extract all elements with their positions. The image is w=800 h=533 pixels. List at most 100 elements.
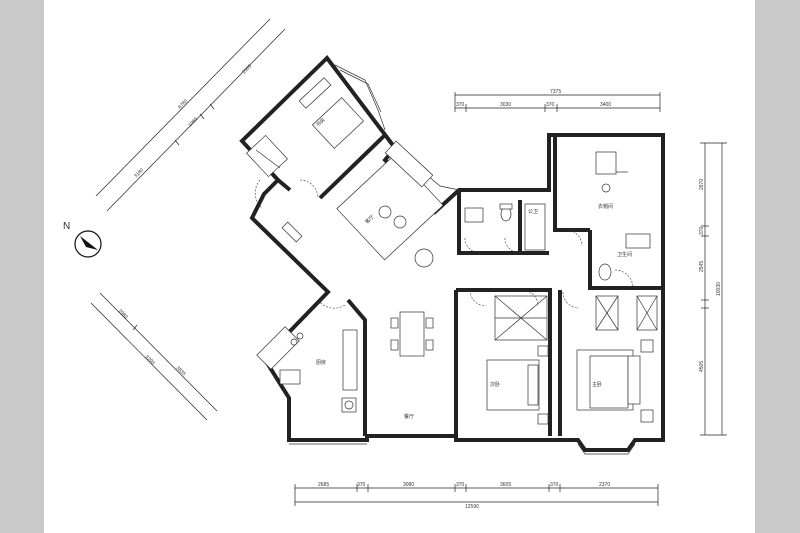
dim-tick (209, 103, 215, 110)
basin (625, 233, 651, 249)
chair (390, 317, 399, 329)
exterior-walls (239, 54, 665, 452)
dimension-left-bottom: 2080 5290 3835 (90, 292, 218, 421)
dim-text: 2670 (699, 179, 705, 190)
coffee-table (393, 215, 407, 229)
dim-tick (199, 113, 205, 120)
toilet (598, 263, 612, 281)
room-label-cloakroom: 衣帽间 (598, 203, 613, 210)
room-label-master-bedroom: 主卧 (592, 381, 602, 388)
dim-text: 12590 (465, 504, 479, 510)
second-bedroom-furniture (486, 295, 549, 425)
door-swing (317, 299, 346, 309)
dim-line-inner (90, 302, 208, 421)
dim-line-outer (99, 292, 218, 412)
north-label: N (63, 221, 70, 232)
wardrobe-line (255, 149, 281, 169)
study-desk (298, 77, 332, 109)
dim-text: 3030 (500, 102, 511, 108)
room-label-master-bath: 卫生间 (617, 251, 632, 258)
public-bath-fixtures (464, 203, 546, 251)
interior-walls (276, 133, 663, 436)
study-wardrobe (246, 134, 288, 178)
room-label-public-bath: 公卫 (528, 209, 538, 215)
dim-text: 370 (550, 482, 559, 488)
study-furniture (246, 77, 365, 178)
stove (296, 332, 304, 340)
north-arrow-head (80, 236, 98, 250)
dim-text: 5290 (144, 354, 156, 366)
dimension-right: 2670 370 2545 4505 10030 (699, 142, 727, 436)
room-label-kitchen: 厨房 (316, 359, 326, 366)
nightstand (537, 345, 549, 357)
cloakroom-fixtures (595, 151, 628, 193)
kitchen-fixtures (256, 326, 358, 413)
wall-study-living (318, 133, 387, 200)
door-swing (469, 289, 487, 307)
north-arrow: N (63, 221, 102, 258)
dim-text: 4505 (699, 361, 705, 372)
nightstand (640, 409, 654, 423)
dim-text: 7375 (550, 89, 561, 95)
stool (601, 183, 611, 193)
door-swing (562, 291, 580, 309)
dim-text: 2370 (599, 482, 610, 488)
door-swing (254, 179, 263, 209)
sink (279, 369, 301, 385)
toilet-tank (499, 203, 513, 210)
dim-text: 3605 (500, 482, 511, 488)
tv-cabinet (281, 221, 303, 243)
study-bed (311, 97, 365, 149)
dim-text: 3080 (403, 482, 414, 488)
dim-text: 370 (357, 482, 366, 488)
bay-window-study-inner (339, 69, 382, 113)
chair (390, 339, 399, 351)
pillows (527, 364, 539, 406)
bay-window-study (334, 64, 386, 131)
shower (524, 203, 546, 251)
kitchen-counter-right (342, 329, 358, 391)
drawing-sheet: N 6780 3180 1065 2535 2080 5290 3835 737… (44, 0, 755, 533)
living-furniture (281, 140, 444, 268)
dining-table (399, 311, 425, 357)
dimension-top: 7375 370 3030 370 3400 (454, 89, 661, 112)
dim-text: 2080 (117, 308, 129, 320)
bay-window-master (577, 443, 636, 455)
wardrobe-cross (595, 295, 619, 331)
dim-text: 370 (456, 102, 465, 108)
washer-drum (344, 400, 354, 410)
armchair (414, 248, 434, 268)
outer-wall (239, 54, 665, 452)
dim-text: 3400 (600, 102, 611, 108)
door-swing (464, 237, 481, 254)
island (595, 151, 617, 175)
dim-text: 370 (456, 482, 465, 488)
counter (256, 326, 300, 370)
master-bath-fixtures (595, 233, 658, 331)
pillows (627, 355, 641, 405)
dim-text: 370 (546, 102, 555, 108)
wardrobe-cross (636, 295, 658, 331)
door-swing (565, 229, 583, 247)
nightstand (537, 413, 549, 425)
room-label-dining: 餐厅 (404, 413, 414, 420)
nightstand (640, 339, 654, 353)
dim-tick (174, 139, 180, 146)
coffee-table (378, 205, 392, 219)
dim-text: 3835 (175, 365, 187, 377)
stove (290, 338, 298, 346)
dim-text: 10030 (716, 282, 722, 296)
dim-text: 2535 (241, 63, 253, 75)
dim-line-inner (95, 18, 271, 197)
wall-second-bed (456, 288, 552, 436)
room-label-study: 书房 (315, 117, 327, 129)
chair (425, 339, 434, 351)
dining-furniture (390, 311, 434, 357)
dimension-left-top: 6780 3180 1065 2535 (95, 18, 286, 212)
wall-master-bath (588, 230, 663, 290)
master-bedroom-furniture (576, 339, 654, 423)
doors (254, 179, 634, 309)
door-swing (521, 289, 539, 307)
dim-text: 2545 (699, 261, 705, 272)
wall-cloak (553, 135, 590, 232)
